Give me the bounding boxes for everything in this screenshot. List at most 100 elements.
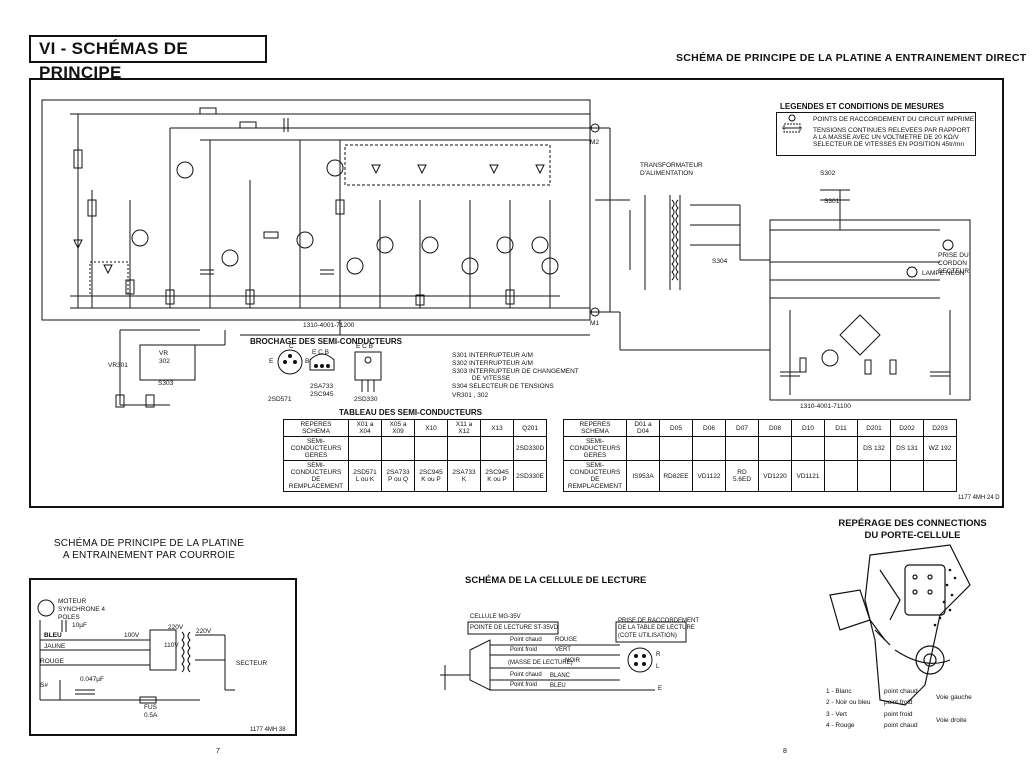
reperage-title-line2: DU PORTE-CELLULE [864,530,961,541]
schematic-title-direct: SCHÉMA DE PRINCIPE DE LA PLATINE A ENTRA… [676,52,1027,64]
board-ref-main: 1310-4001-71200 [303,322,355,329]
table-header: D203 [923,419,957,437]
rouge-label: ROUGE [40,658,64,665]
secteur-label: SECTEUR [236,660,268,667]
reperage-voie: Voie gauche [936,694,972,701]
table-cell [791,436,825,461]
table-header: Q201 [512,419,548,437]
page-number-left: 7 [216,748,220,755]
wire-label: BLEU [550,683,566,689]
table-header: X13 [480,419,514,437]
section-title: VI - SCHÉMAS DE PRINCIPE [29,35,267,82]
jaune-label: JAUNE [44,643,66,650]
switch-row: S301 INTERRUPTEUR A/M [452,352,533,359]
reperage-item: 4 - Rouge [826,722,855,729]
legend-row: A LA MASSE AVEC UN VOLTMETRE DE 20 KΩ/V [813,134,959,141]
table-cell: 2SD330E [512,460,548,492]
fus-value: 0.5A [144,712,158,719]
m1-label: M1 [590,320,600,327]
table-cell [725,436,759,461]
v110-label: 110V [164,642,179,649]
v220b-label: 220V [196,628,212,635]
table-cell [692,436,726,461]
reperage-title-line1: REPÉRAGE DES CONNECTIONS [838,518,987,529]
reperage-point: point froid [884,711,913,718]
wire-label: (MASSE DE LECTURE) [508,660,573,666]
wire-label: BLANC [550,673,571,679]
reperage-point: point chaud [884,722,918,729]
switch-label: S# [40,682,48,689]
table-cell: SEMI-CONDUCTEURS GERES [283,436,349,461]
wire-label: Point chaud [510,672,542,678]
pin-c: C [289,343,294,350]
table-cell: SEMI-CONDUCTEURS DE REMPLACEMENT [283,460,349,492]
s304-label: S304 [712,258,728,265]
pointe-label: POINTE DE LECTURE ST-35VD [470,625,559,631]
table-cell: WZ 192 [923,436,957,461]
m2-label: M2 [590,139,600,146]
table-cell: 2SA733 P ou Q [381,460,415,492]
prise-line1: PRISE DE RACCORDEMENT [618,618,700,624]
table-cell [414,436,448,461]
table-cell [890,460,924,492]
table-cell: SEMI-CONDUCTEURS GERES [563,436,627,461]
pin-b: B [305,358,310,365]
page-number-right: 8 [783,748,787,755]
table-cell: 2SC945 K ou P [414,460,448,492]
table-header: D202 [890,419,924,437]
semi-table-left: REPERES SCHEMA X01 a X04 X05 a X09 X10 X… [283,419,548,492]
belt-drive-title: SCHÉMA DE PRINCIPE DE LA PLATINE A ENTRA… [44,538,254,562]
table-header: D11 [824,419,858,437]
belt-code: 1177 4MH 38 [250,727,286,733]
wire-label: Point froid [510,682,538,688]
table-cell [447,436,481,461]
transformer-label: TRANSFORMATEUR D'ALIMENTATION [640,162,703,177]
brochage-title: BROCHAGE DES SEMI-CONDUCTEURS [250,337,403,346]
table-cell [480,436,514,461]
table-cell [348,436,382,461]
cellule-label: CELLULE MG-35V [470,614,521,620]
wire-label: NOIR [565,658,580,664]
table-header: REPERES SCHEMA [283,419,349,437]
table-cell [857,460,891,492]
table-header: D05 [659,419,693,437]
semi-table-right: REPERES SCHEMA D01 a D04 D05 D06 D07 D08… [563,419,957,492]
table-cell: VD1122 [692,460,726,492]
pins-right: E C B [356,343,373,350]
pin-e: E [269,358,274,365]
vr-label: VR [159,350,169,357]
table-cell [824,460,858,492]
fus-label: FUS [144,704,157,711]
moteur-label: MOTEUR SYNCHRONE 4 POLES [58,598,105,621]
table-cell [758,436,792,461]
vr301-label: VR301 [108,362,128,369]
vr302-label: 302 [159,358,170,365]
main-schematic-frame [29,78,1004,508]
belt-drive-title-line1: SCHÉMA DE PRINCIPE DE LA PLATINE [53,538,245,549]
type-2sc945: 2SC945 [310,391,334,398]
wire-label: Point froid [510,647,538,653]
table-cell: 2SD571 L ou K [348,460,382,492]
type-2sd571: 2SD571 [268,396,292,403]
cote-label: (COTE UTILISATION) [618,633,677,639]
table-header: D06 [692,419,726,437]
prise-line2: DE LA TABLE DE LECTURE [618,625,695,631]
table-cell: RD 5.6ED [725,460,759,492]
table-cell: VD1121 [791,460,825,492]
channel-e: E [658,686,663,692]
switch-row: S304 SELECTEUR DE TENSIONS [452,383,554,390]
channel-r: R [656,652,661,658]
table-cell: 2SA733 K [447,460,481,492]
reperage-point: point chaud [884,688,918,695]
table-cell [824,436,858,461]
channel-l: L [656,664,660,670]
legend-title: LEGENDES ET CONDITIONS DE MESURES [780,102,945,111]
prise-cordon-label: PRISE DU CORDON SECTEUR [938,252,970,275]
table-cell [923,460,957,492]
table-cell: RD82EE [659,460,693,492]
table-cell: 2SD330D [512,436,548,461]
reperage-item: 1 - Blanc [826,688,852,695]
table-header: D01 a D04 [626,419,660,437]
table-cell [659,436,693,461]
